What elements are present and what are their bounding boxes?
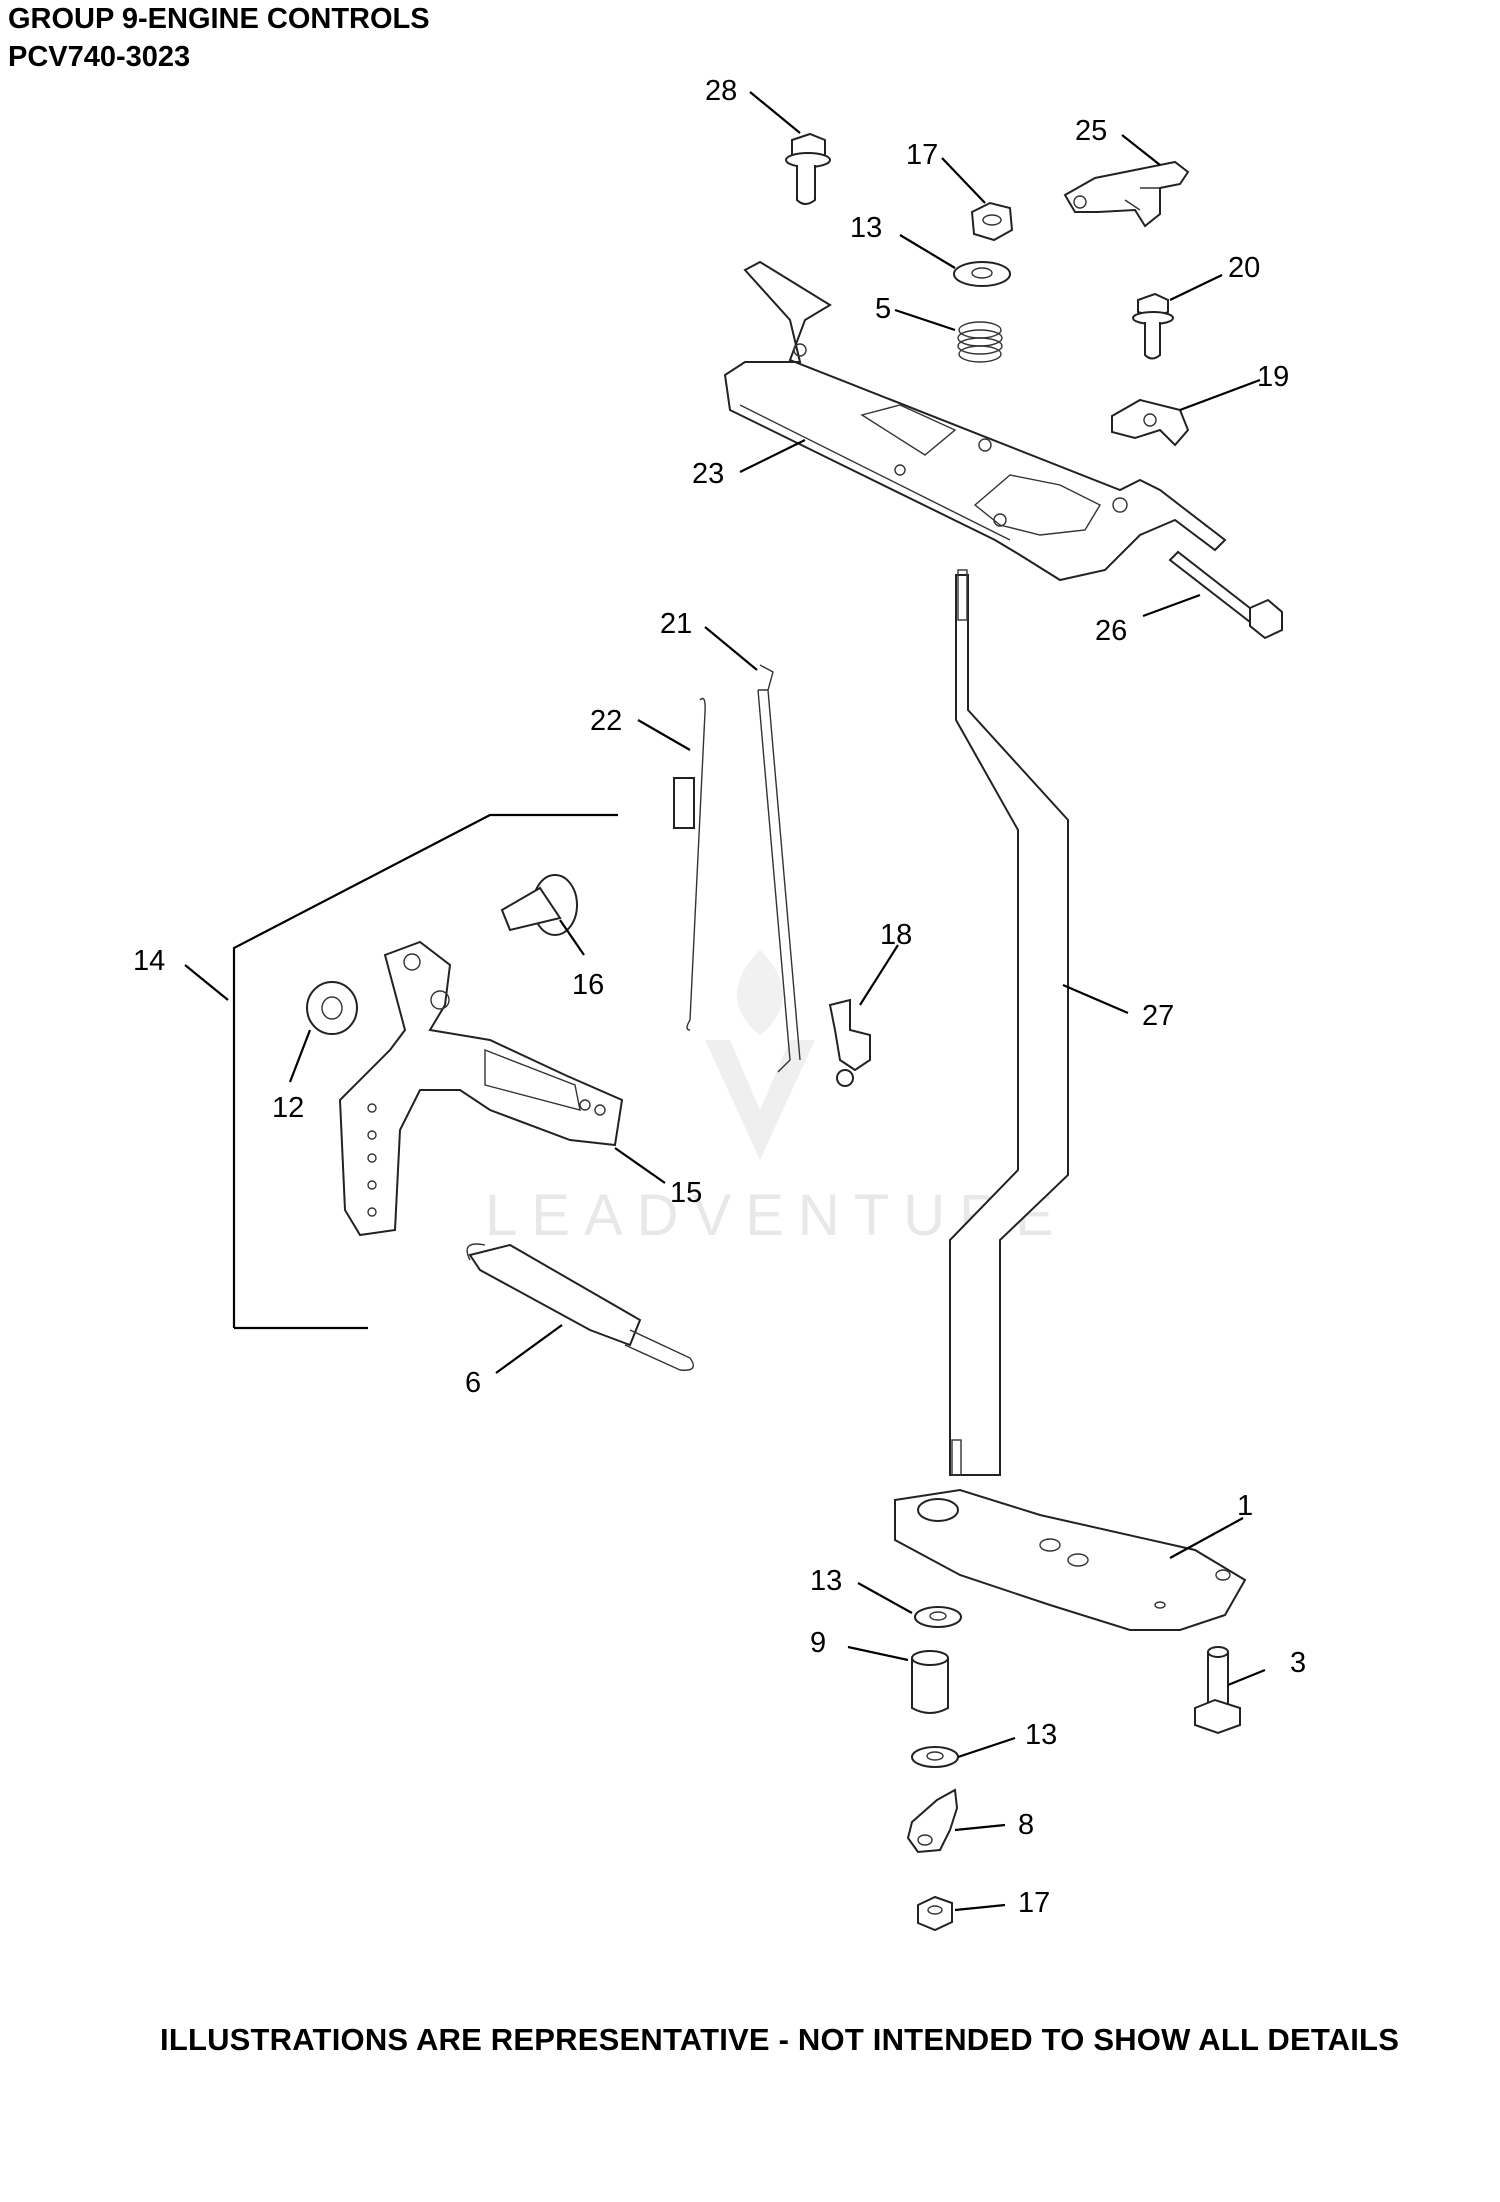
callout-17-bottom: 17 bbox=[1018, 1887, 1050, 1919]
part-22-spring bbox=[673, 697, 706, 1031]
part-8-swivel bbox=[906, 1788, 959, 1854]
part-18-clip bbox=[828, 998, 871, 1087]
callout-12: 12 bbox=[272, 1092, 304, 1124]
part-13-washer-top bbox=[953, 261, 1011, 287]
part-13-washer-middle bbox=[914, 1606, 962, 1628]
callout-13-top: 13 bbox=[850, 212, 882, 244]
callout-6: 6 bbox=[465, 1367, 481, 1399]
part-28-bolt bbox=[785, 132, 831, 205]
callout-3: 3 bbox=[1290, 1647, 1306, 1679]
part-5-spring bbox=[957, 321, 1003, 363]
part-17-nut-top bbox=[970, 201, 1014, 242]
callout-labels: 28 17 25 13 20 5 19 23 26 21 22 14 16 18… bbox=[133, 75, 1306, 1919]
callout-25: 25 bbox=[1075, 115, 1107, 147]
part-12-bushing bbox=[306, 981, 358, 1035]
part-1-plate bbox=[894, 1488, 1247, 1631]
callout-23: 23 bbox=[692, 458, 724, 490]
callout-28: 28 bbox=[705, 75, 737, 107]
part-15-lever bbox=[338, 940, 624, 1237]
callout-15: 15 bbox=[670, 1177, 702, 1209]
part-23-control-bracket bbox=[723, 260, 1227, 582]
leader-lines bbox=[184, 91, 1266, 1912]
part-16-pin bbox=[500, 874, 578, 936]
part-25-clip bbox=[1063, 160, 1190, 228]
part-19-clip bbox=[1111, 398, 1190, 447]
part-21-link-rod bbox=[757, 664, 801, 1073]
part-20-screw bbox=[1132, 292, 1174, 360]
callout-19: 19 bbox=[1257, 361, 1289, 393]
callout-16: 16 bbox=[572, 969, 604, 1001]
callout-17-top: 17 bbox=[906, 139, 938, 171]
callout-26: 26 bbox=[1095, 615, 1127, 647]
part-17-nut-bottom bbox=[917, 1895, 953, 1932]
disclaimer-note: ILLUSTRATIONS ARE REPRESENTATIVE - NOT I… bbox=[160, 2022, 1400, 2057]
callout-27: 27 bbox=[1142, 1000, 1174, 1032]
callout-18: 18 bbox=[880, 919, 912, 951]
part-9-sleeve bbox=[911, 1650, 949, 1714]
callout-20: 20 bbox=[1228, 252, 1260, 284]
part-26-long-bolt bbox=[1168, 550, 1283, 640]
part-27-control-rod bbox=[949, 569, 1069, 1476]
part-14-assembly-frame bbox=[232, 813, 618, 1330]
callout-21: 21 bbox=[660, 608, 692, 640]
callout-14: 14 bbox=[133, 945, 165, 977]
model-number: PCV740-3023 bbox=[8, 41, 191, 73]
callout-13-middle: 13 bbox=[810, 1565, 842, 1597]
part-13-washer-lower bbox=[911, 1746, 959, 1768]
part-6-spring bbox=[466, 1243, 694, 1371]
callout-1: 1 bbox=[1237, 1490, 1253, 1522]
callout-22: 22 bbox=[590, 705, 622, 737]
callout-9: 9 bbox=[810, 1627, 826, 1659]
callout-8: 8 bbox=[1018, 1809, 1034, 1841]
callout-5: 5 bbox=[875, 293, 891, 325]
callout-13-lower: 13 bbox=[1025, 1719, 1057, 1751]
page-title: GROUP 9-ENGINE CONTROLS bbox=[8, 3, 430, 35]
part-3-shoulder-screw bbox=[1194, 1646, 1241, 1735]
